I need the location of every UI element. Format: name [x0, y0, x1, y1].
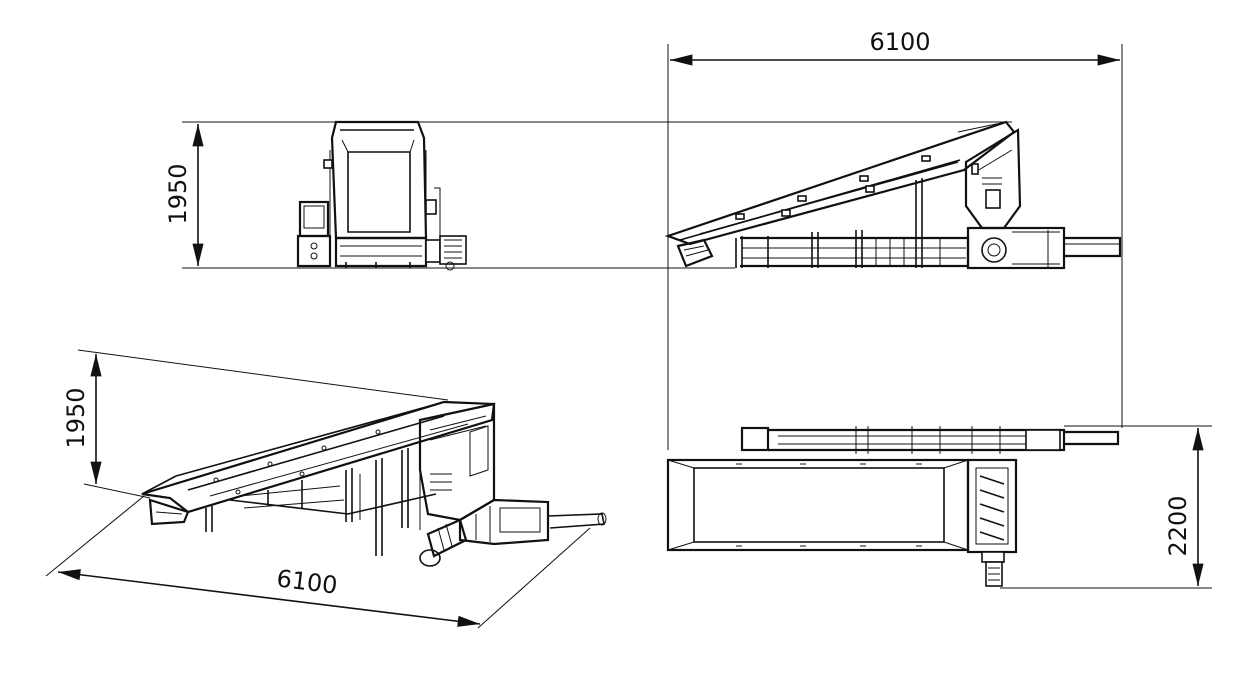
top-width-dimension: 2200: [1000, 425, 1212, 589]
iso-length-line: [57, 569, 481, 627]
iso-bottom-extension-line: [83, 483, 151, 499]
isometric-view: [141, 400, 607, 567]
iso-left-extension-line: [45, 495, 145, 577]
iso-height-label: 1950: [62, 387, 90, 448]
front-height-dimension: 1950: [164, 121, 1012, 269]
front-view: [296, 120, 467, 271]
top-width-label: 2200: [1164, 495, 1192, 556]
side-length-dimension: 6100: [667, 28, 1123, 450]
iso-top-extension-line: [77, 349, 449, 401]
iso-right-extension-line: [477, 527, 591, 629]
side-length-label: 6100: [869, 28, 930, 56]
iso-length-dimension: 6100: [45, 495, 591, 629]
iso-height-dimension: 1950: [62, 349, 449, 499]
side-view: [664, 120, 1122, 270]
front-height-label: 1950: [164, 163, 192, 224]
top-view: [666, 426, 1120, 587]
iso-length-label: 6100: [275, 564, 339, 599]
